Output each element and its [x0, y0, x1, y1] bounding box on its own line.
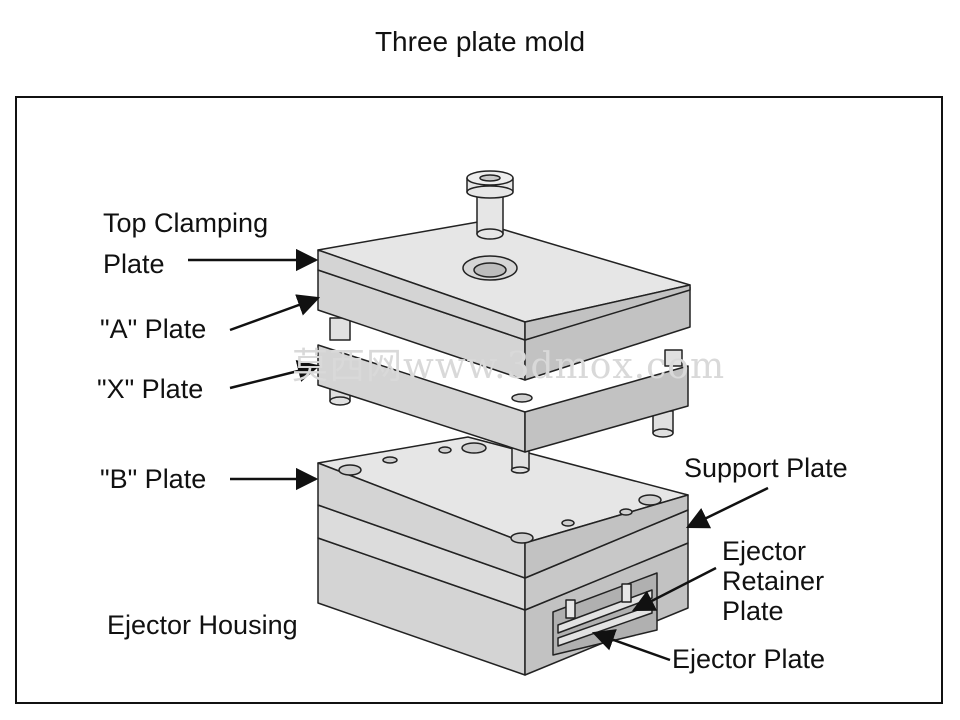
ejector-housing: [317, 537, 689, 676]
leader-arrows: [188, 248, 769, 662]
sprue-bushing: [466, 170, 514, 240]
b-plate: [317, 436, 689, 579]
arrow-support-plate: [685, 486, 769, 529]
label-x-plate: "X" Plate: [97, 374, 204, 404]
label-ejector-retainer-line3: Plate: [722, 596, 784, 626]
diagram-title: Three plate mold: [374, 26, 586, 57]
label-support-plate: Support Plate: [684, 453, 848, 483]
label-top-clamping-line1: Top Clamping: [103, 208, 269, 238]
label-ejector-retainer-line2: Retainer: [722, 566, 825, 596]
arrow-ejector-retainer: [631, 566, 717, 612]
diagram-frame: [15, 96, 943, 704]
arrow-x-plate: [229, 359, 321, 390]
label-top-clamping-line2: Plate: [103, 249, 165, 279]
arrow-ejector-plate: [591, 629, 671, 662]
label-b-plate: "B" Plate: [100, 464, 207, 494]
label-ejector-housing: Ejector Housing: [107, 610, 298, 640]
x-plate: [317, 317, 689, 453]
label-ejector-retainer-line1: Ejector: [722, 536, 807, 566]
label-ejector-plate: Ejector Plate: [672, 644, 826, 674]
watermark: 莫西网www.3dmox.com: [292, 346, 726, 387]
arrow-a-plate: [229, 294, 321, 332]
top-clamping-plate: [317, 221, 691, 341]
label-a-plate: "A" Plate: [100, 314, 207, 344]
